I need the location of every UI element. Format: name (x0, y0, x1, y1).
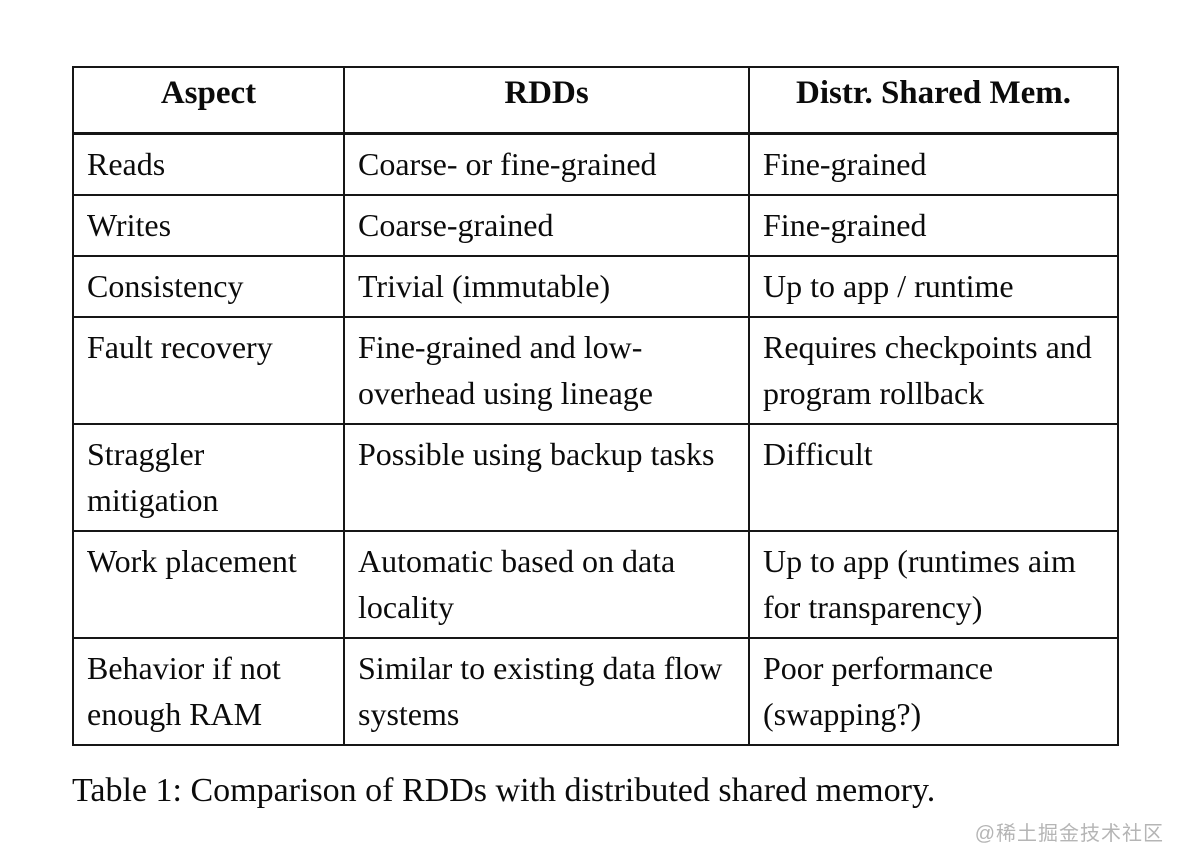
table-caption: Table 1: Comparison of RDDs with distrib… (72, 772, 936, 809)
cell-aspect: Writes (72, 193, 345, 257)
table-row-ram-behavior: Behavior if not enough RAM Similar to ex… (72, 636, 1119, 746)
cell-rdds: Trivial (immutable) (343, 254, 750, 318)
cell-rdds: Fine-grained and low-overhead using line… (343, 315, 750, 425)
cell-dsm: Fine-grained (748, 132, 1119, 196)
cell-rdds: Coarse- or fine-grained (343, 132, 750, 196)
table-row-fault-recovery: Fault recovery Fine-grained and low-over… (72, 315, 1119, 425)
col-header-aspect: Aspect (72, 66, 345, 135)
comparison-table: Aspect RDDs Distr. Shared Mem. Reads Coa… (72, 66, 1119, 746)
col-header-rdds: RDDs (343, 66, 750, 135)
table-row-writes: Writes Coarse-grained Fine-grained (72, 193, 1119, 257)
cell-dsm: Up to app (runtimes aim for transparency… (748, 529, 1119, 639)
cell-aspect: Behavior if not enough RAM (72, 636, 345, 746)
cell-rdds: Similar to existing data flow systems (343, 636, 750, 746)
cell-dsm: Up to app / runtime (748, 254, 1119, 318)
table-row-straggler-mitigation: Straggler mitigation Possible using back… (72, 422, 1119, 532)
cell-rdds: Possible using backup tasks (343, 422, 750, 532)
table-row-work-placement: Work placement Automatic based on data l… (72, 529, 1119, 639)
table-header-row: Aspect RDDs Distr. Shared Mem. (72, 66, 1119, 135)
watermark: @稀土掘金技术社区 (974, 823, 1164, 845)
cell-dsm: Fine-grained (748, 193, 1119, 257)
cell-dsm: Difficult (748, 422, 1119, 532)
cell-aspect: Work placement (72, 529, 345, 639)
cell-aspect: Consistency (72, 254, 345, 318)
cell-aspect: Fault recovery (72, 315, 345, 425)
table-row-consistency: Consistency Trivial (immutable) Up to ap… (72, 254, 1119, 318)
cell-dsm: Requires checkpoints and program rollbac… (748, 315, 1119, 425)
cell-aspect: Straggler mitigation (72, 422, 345, 532)
col-header-dsm: Distr. Shared Mem. (748, 66, 1119, 135)
cell-rdds: Automatic based on data locality (343, 529, 750, 639)
table-row-reads: Reads Coarse- or fine-grained Fine-grain… (72, 132, 1119, 196)
cell-rdds: Coarse-grained (343, 193, 750, 257)
cell-dsm: Poor performance (swapping?) (748, 636, 1119, 746)
cell-aspect: Reads (72, 132, 345, 196)
